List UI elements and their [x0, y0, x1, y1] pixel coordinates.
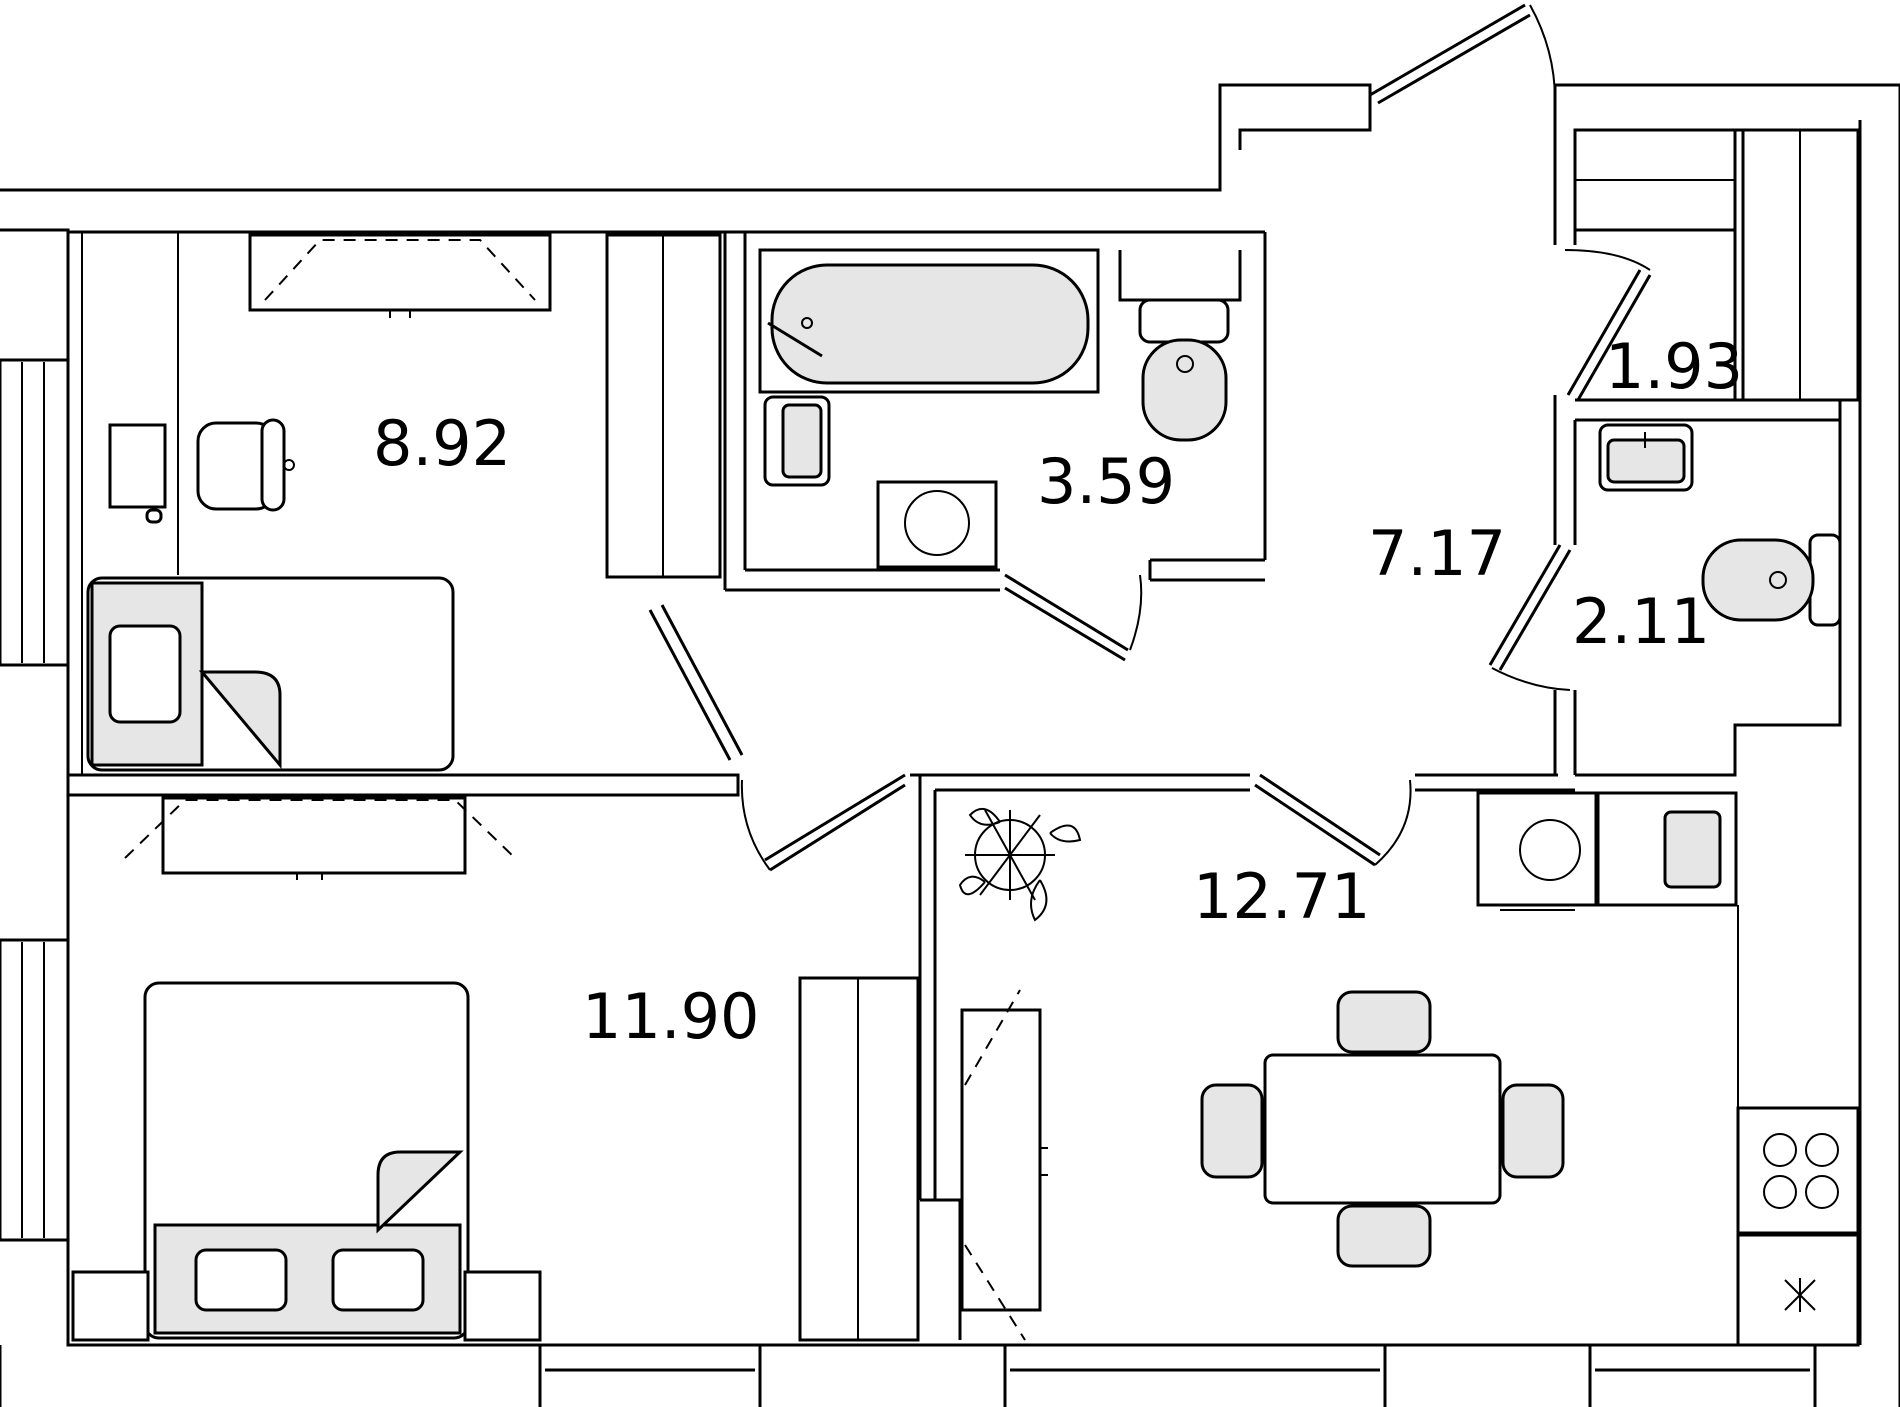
area-label-bathroom: 3.59 — [1037, 445, 1175, 518]
doors — [648, 249, 1652, 872]
area-label-bedroom: 11.90 — [582, 980, 760, 1053]
area-label-hallway: 7.17 — [1368, 517, 1506, 590]
interior-walls — [66, 120, 1860, 1340]
bedroom-furniture — [71, 796, 920, 1342]
area-label-small-room: 8.92 — [373, 407, 511, 480]
outer-walls — [0, 83, 1900, 1407]
window-left-lower — [0, 938, 70, 1242]
wc-fixtures — [1598, 423, 1842, 627]
area-label-kitchen-living: 12.71 — [1193, 860, 1371, 933]
kitchen-furniture — [958, 791, 1860, 1347]
window-left-upper — [0, 358, 70, 667]
area-label-storage: 1.93 — [1605, 330, 1743, 403]
small-room-furniture — [81, 232, 722, 775]
area-label-wc: 2.11 — [1572, 585, 1710, 658]
balcony-door — [1369, 3, 1556, 105]
storage-wardrobes — [1573, 128, 1860, 402]
area-labels: 8.92 3.59 7.17 1.93 2.11 12.71 11.90 — [373, 330, 1743, 1053]
bathroom-fixtures — [758, 248, 1242, 569]
